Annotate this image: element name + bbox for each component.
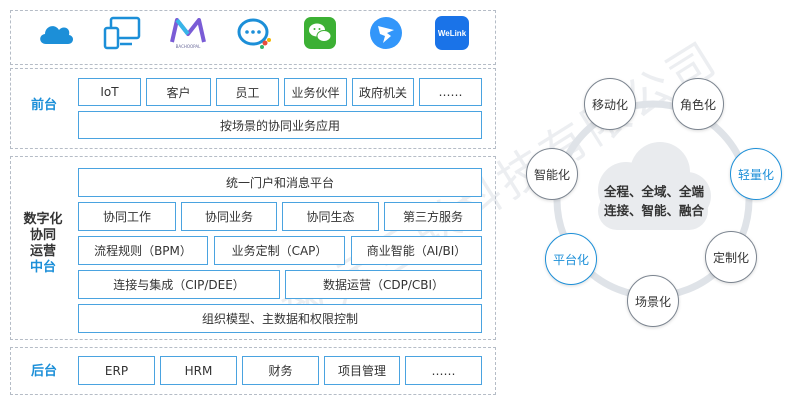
bubble-intelligent: 智能化 <box>526 148 578 200</box>
bubble-mobile: 移动化 <box>584 78 636 130</box>
middle-row1-item: 协同业务 <box>181 202 277 231</box>
front-item: IoT <box>78 78 141 106</box>
welink-icon: WeLink <box>430 13 474 53</box>
icon-panel <box>10 10 496 65</box>
middle-row2-item: 商业智能（AI/BI） <box>351 236 482 265</box>
cloud-line-2: 连接、智能、融合 <box>603 203 704 218</box>
front-label: 前台 <box>30 98 57 113</box>
middle-row3-item: 数据运营（CDP/CBI） <box>285 270 482 299</box>
portal-box: 统一门户和消息平台 <box>78 168 482 197</box>
front-item: 业务伙伴 <box>284 78 347 106</box>
front-item: 客户 <box>146 78 211 106</box>
cloud-text: 全程、全域、全端 连接、智能、融合 <box>588 182 720 220</box>
m-logo-caption: BACHOOPAL <box>175 43 201 49</box>
bubble-scene: 场景化 <box>627 275 679 327</box>
middle-label: 数字化 协同 运营 中台 <box>12 212 74 276</box>
bubble-role: 角色化 <box>672 78 724 130</box>
chat-bubble-icon <box>232 13 276 53</box>
center-cloud <box>598 142 711 230</box>
back-item: 项目管理 <box>324 356 400 385</box>
middle-row3-item: 连接与集成（CIP/DEE） <box>78 270 280 299</box>
front-item: …… <box>419 78 482 106</box>
cloud-line-1: 全程、全域、全端 <box>603 184 704 199</box>
middle-panel <box>10 156 496 340</box>
devices-icon <box>100 13 144 53</box>
back-panel <box>10 347 496 395</box>
welink-text: WeLink <box>438 29 467 38</box>
middle-label-line: 数字化 <box>23 212 63 227</box>
bubble-lightweight: 轻量化 <box>730 148 782 200</box>
cloud-icon <box>34 13 78 53</box>
base-box: 组织模型、主数据和权限控制 <box>78 304 482 333</box>
middle-label-line: 运营 <box>29 244 56 259</box>
middle-label-accent: 中台 <box>29 260 56 275</box>
wechat-icon <box>298 13 342 53</box>
front-wide-box: 按场景的协同业务应用 <box>78 111 482 139</box>
back-item: HRM <box>160 356 237 385</box>
back-item: ERP <box>78 356 155 385</box>
bubble-platform: 平台化 <box>545 233 597 285</box>
back-item: …… <box>405 356 482 385</box>
back-item: 财务 <box>242 356 319 385</box>
front-item: 员工 <box>216 78 279 106</box>
m-logo-icon: BACHOOPAL <box>166 13 210 53</box>
dingtalk-icon <box>364 13 408 53</box>
middle-row2-item: 流程规则（BPM） <box>78 236 208 265</box>
front-item: 政府机关 <box>352 78 414 106</box>
bubble-custom: 定制化 <box>705 231 757 283</box>
middle-row1-item: 第三方服务 <box>384 202 482 231</box>
middle-row1-item: 协同工作 <box>78 202 176 231</box>
middle-label-line: 协同 <box>29 228 56 243</box>
front-panel <box>10 68 496 149</box>
middle-row1-item: 协同生态 <box>282 202 379 231</box>
ring-diagram <box>553 100 753 300</box>
back-label: 后台 <box>30 364 57 379</box>
middle-row2-item: 业务定制（CAP） <box>214 236 345 265</box>
